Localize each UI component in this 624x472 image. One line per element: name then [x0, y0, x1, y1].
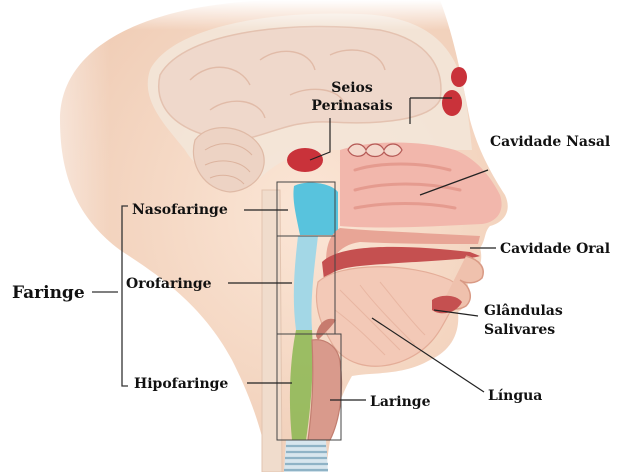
- label-laringe: Laringe: [370, 394, 431, 410]
- label-hipofaringe: Hipofaringe: [134, 376, 228, 392]
- sphenoid-sinus: [287, 148, 323, 172]
- label-seios-line2: Perinasais: [311, 98, 392, 114]
- label-cavidade-nasal: Cavidade Nasal: [490, 134, 610, 150]
- frontal-sinus-2: [442, 90, 462, 116]
- frontal-sinus: [451, 67, 467, 87]
- nasopharynx: [293, 183, 338, 235]
- label-orofaringe: Orofaringe: [126, 276, 212, 292]
- label-nasofaringe: Nasofaringe: [132, 202, 228, 218]
- label-lingua: Língua: [488, 388, 542, 404]
- label-faringe: Faringe: [12, 283, 85, 303]
- spine: [262, 190, 282, 472]
- ethmoid-sinus: [348, 144, 402, 157]
- label-seios-line1: Seios: [331, 80, 373, 96]
- label-cavidade-oral: Cavidade Oral: [500, 241, 610, 257]
- trachea: [284, 440, 328, 472]
- label-glandulas-line1: Glândulas: [484, 303, 563, 319]
- label-glandulas-line2: Salivares: [484, 322, 555, 338]
- larynx: [308, 340, 342, 440]
